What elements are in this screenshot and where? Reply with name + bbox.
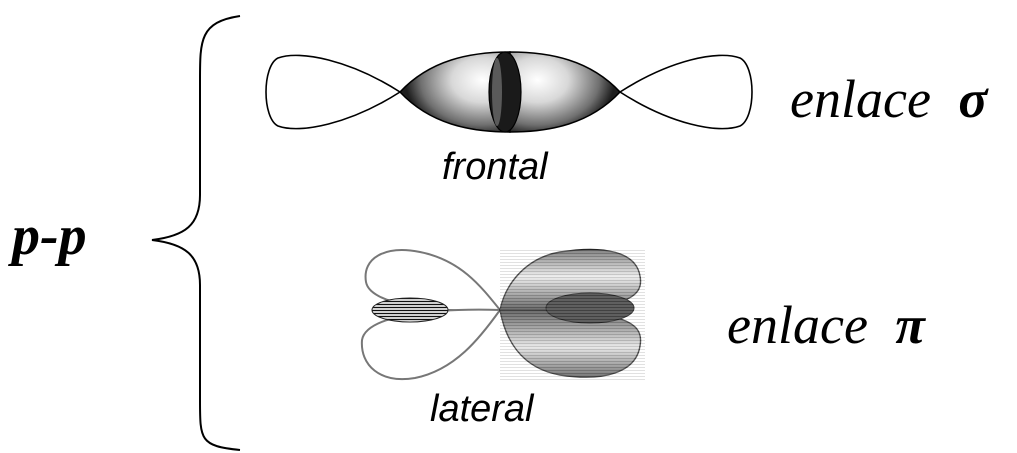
- right-inner-lobe: [509, 51, 622, 133]
- sigma-orbital-overlap: [265, 51, 753, 133]
- pi-bond-label: enlace π: [727, 295, 926, 355]
- pi-hatch-overlay: [500, 250, 645, 380]
- curly-brace: [151, 15, 241, 451]
- overlap-highlight: [492, 58, 502, 126]
- lateral-label: lateral: [430, 388, 535, 430]
- right-outer-lobe: [618, 54, 753, 130]
- sigma-symbol: σ: [958, 69, 989, 129]
- pi-symbol: π: [895, 295, 926, 355]
- left-outer-lobe: [265, 54, 402, 130]
- pi-bond-prefix: enlace: [727, 295, 868, 355]
- pi-orbital-overlap: [360, 248, 645, 381]
- left-nucleus-overlap: [371, 297, 449, 323]
- group-label: p-p: [8, 205, 87, 267]
- sigma-bond-label: enlace σ: [790, 69, 989, 129]
- frontal-label: frontal: [442, 146, 549, 188]
- sigma-bond-prefix: enlace: [790, 69, 931, 129]
